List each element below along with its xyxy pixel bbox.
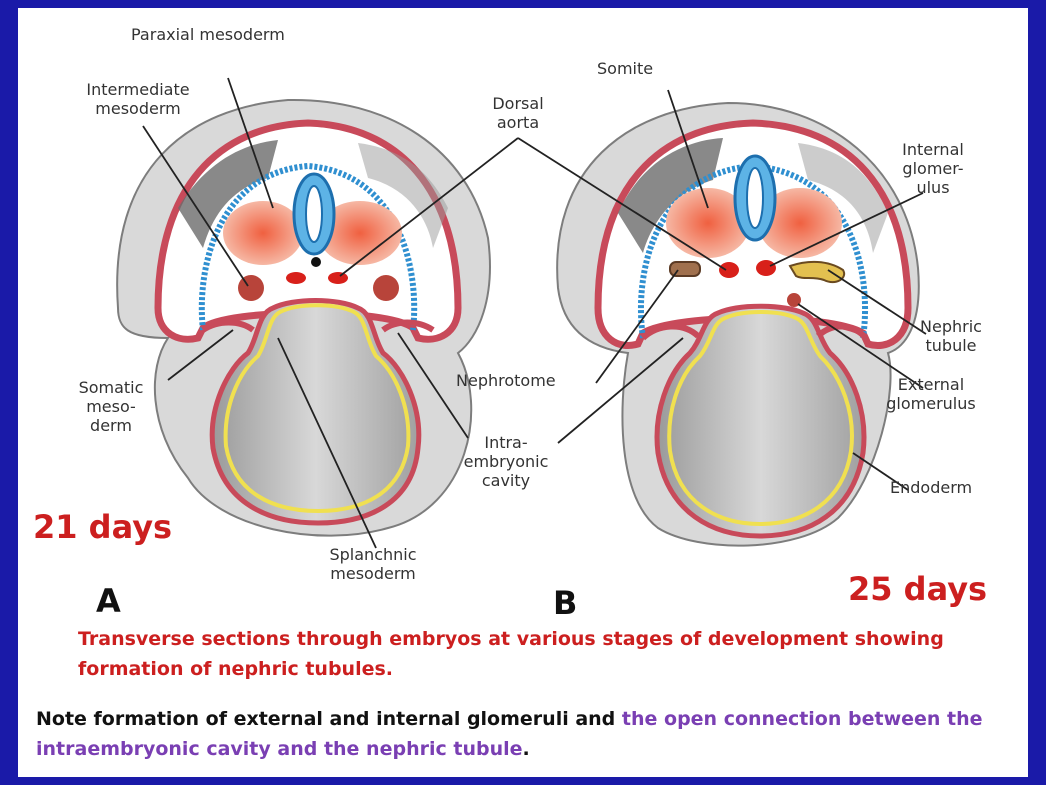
embryo-b bbox=[557, 103, 919, 546]
embryo-a-paraxial-left bbox=[223, 201, 303, 265]
label-intraembryonic-cavity: Intra- embryonic cavity bbox=[456, 433, 556, 490]
slide: Paraxial mesoderm Intermediate mesoderm … bbox=[18, 8, 1028, 777]
age-label-b: 25 days bbox=[848, 570, 987, 608]
embryo-a-notochord bbox=[311, 257, 321, 267]
age-label-a: 21 days bbox=[33, 508, 172, 546]
label-dorsal-aorta: Dorsal aorta bbox=[468, 94, 568, 132]
label-endoderm: Endoderm bbox=[890, 478, 972, 497]
label-external-glomerulus: External glomerulus bbox=[876, 375, 986, 413]
figure-caption: Transverse sections through embryos at v… bbox=[78, 624, 978, 684]
label-somatic-mesoderm: Somatic meso- derm bbox=[66, 378, 156, 435]
embryo-a-intermediate-left bbox=[238, 275, 264, 301]
embryo-a bbox=[117, 100, 490, 536]
embryo-b-aorta-left bbox=[719, 262, 739, 278]
embryo-b-aorta-right bbox=[756, 260, 776, 276]
embryo-a-aorta-right bbox=[328, 272, 348, 284]
note-part-3: . bbox=[523, 738, 530, 760]
embryo-a-intermediate-right bbox=[373, 275, 399, 301]
label-intermediate-mesoderm: Intermediate mesoderm bbox=[73, 80, 203, 118]
label-nephric-tubule: Nephric tubule bbox=[906, 317, 996, 355]
label-splanchnic-mesoderm: Splanchnic mesoderm bbox=[308, 545, 438, 583]
label-internal-glomerulus: Internal glomer- ulus bbox=[893, 140, 973, 197]
panel-label-a: A bbox=[96, 582, 121, 620]
embryo-a-aorta-left bbox=[286, 272, 306, 284]
note-part-1: Note formation of external and internal … bbox=[36, 708, 622, 730]
label-paraxial-mesoderm: Paraxial mesoderm bbox=[131, 25, 285, 44]
label-nephrotome: Nephrotome bbox=[456, 371, 556, 390]
note-text: Note formation of external and internal … bbox=[36, 704, 996, 764]
label-somite: Somite bbox=[597, 59, 653, 78]
panel-label-b: B bbox=[553, 584, 577, 622]
